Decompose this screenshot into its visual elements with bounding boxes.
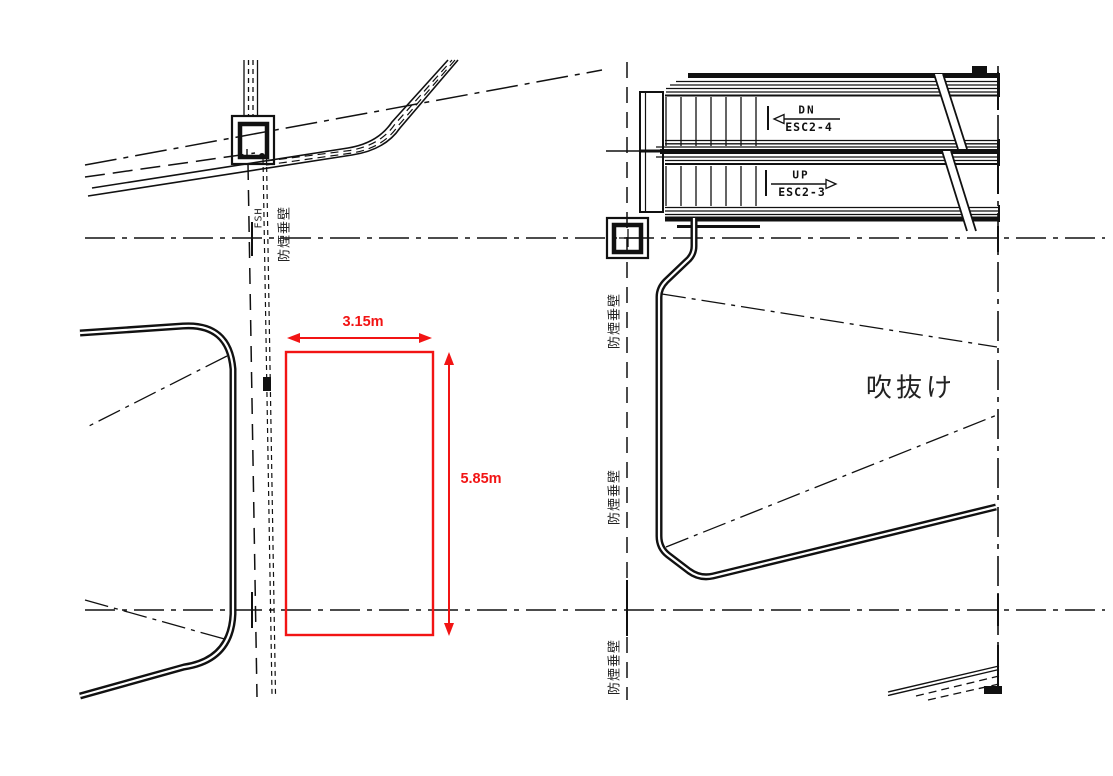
escalator-landing [606,91,664,213]
escalator-direction-arrows [765,106,840,196]
width-dimension-label: 3.15m [342,314,384,330]
lower-escalator-edge [887,665,1002,701]
grid-vertical-dashed-lines [247,62,628,700]
smoke-barrier-label-mid-3: 防煙垂壁 [606,638,622,696]
left-void-diagonals [84,355,229,641]
smoke-barrier-label-mid-2: 防煙垂壁 [606,468,622,526]
column-left [230,114,276,166]
wall-above-left-column [243,60,259,117]
curved-wall-topleft [87,59,459,197]
escalator-down-direction-label: DN [798,103,816,117]
atrium-label: 吹抜け [865,372,957,403]
break-lines [933,73,977,232]
fsh-label: FSH [253,207,265,229]
measurement-annotation [284,333,454,637]
escalator-up-id-label: ESC2-3 [778,185,826,199]
escalator-steps [665,97,757,206]
column-middle [605,216,650,260]
diagonal-centerline-topleft [84,69,603,178]
left-void-wall [79,322,237,700]
atrium-wall [655,218,997,581]
measured-area-rect [284,350,435,637]
smoke-barrier-label-mid-1: 防煙垂壁 [606,292,622,350]
height-dimension-label: 5.85m [460,471,502,487]
escalator-down-id-label: ESC2-4 [785,120,833,134]
atrium-void-diagonals [661,293,998,548]
smoke-barrier-label-left: 防煙垂壁 [276,205,292,263]
escalator-up-direction-label: UP [792,168,810,182]
